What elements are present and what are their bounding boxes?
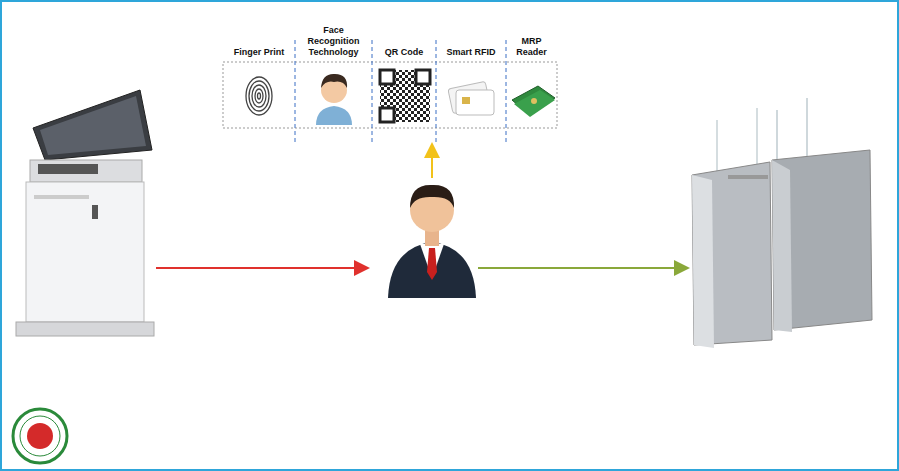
technology-cell: Smart RFID [436, 3, 506, 58]
emblem [13, 409, 67, 463]
green-arrow [478, 267, 688, 269]
fingerprint-icon [246, 77, 272, 115]
technology-cell: QR Code [372, 3, 436, 58]
person [388, 185, 476, 298]
passport-icon [512, 86, 555, 117]
technology-label: QR Code [385, 47, 424, 58]
qr-code-icon [380, 70, 430, 122]
technology-label: Face Recognition Technology [297, 25, 370, 58]
yellow-arrow [431, 144, 433, 178]
icon-panel [223, 62, 557, 128]
technology-cell: Face Recognition Technology [295, 3, 372, 58]
technology-cell: Finger Print [223, 3, 295, 58]
red-arrow [156, 267, 368, 269]
technology-cell: MRP Reader [506, 3, 557, 58]
technology-label: Smart RFID [446, 47, 495, 58]
turnstile-gates [692, 98, 872, 348]
technology-label: MRP Reader [508, 36, 555, 58]
technology-label: Finger Print [234, 47, 285, 58]
face-icon [316, 74, 352, 125]
smart-card-icon [448, 81, 494, 115]
kiosk [16, 90, 154, 336]
